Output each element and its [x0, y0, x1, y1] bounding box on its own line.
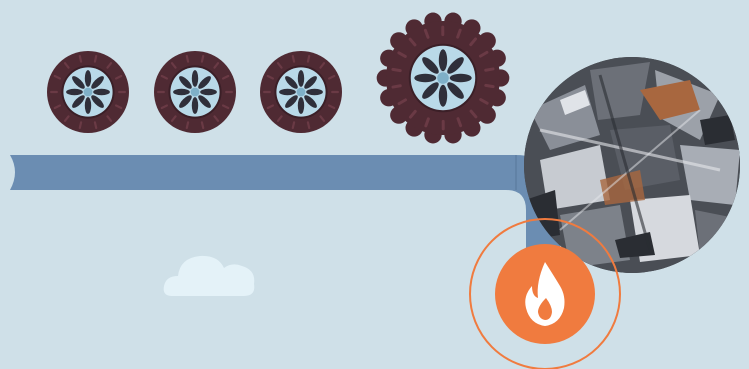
- tire-icon: [154, 51, 236, 133]
- tire-icon: [260, 51, 342, 133]
- tire-icon: [47, 51, 129, 133]
